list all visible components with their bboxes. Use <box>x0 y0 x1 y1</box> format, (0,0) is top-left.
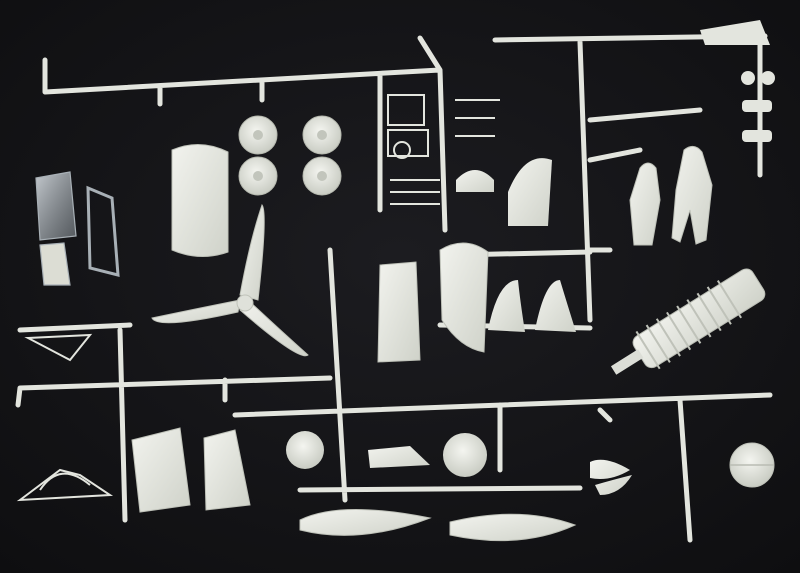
half-dome-part <box>456 170 494 192</box>
seat-part <box>368 446 430 468</box>
small-disc-2 <box>443 433 487 477</box>
radial-engine <box>610 268 766 375</box>
fuselage-nose-part <box>439 242 489 353</box>
windscreen <box>35 171 77 241</box>
cockpit-floor-part <box>377 261 421 363</box>
wheel-parts <box>238 115 487 477</box>
curved-panel-left <box>508 158 552 226</box>
small-fittings-right <box>700 20 775 142</box>
pilot-figures <box>629 146 713 246</box>
fan-shaped-part-2 <box>535 280 576 332</box>
drop-tank-half-2 <box>449 513 577 542</box>
control-surfaces <box>131 427 251 513</box>
clear-canopy-parts <box>35 171 120 286</box>
clear-panel <box>39 242 71 286</box>
propeller <box>151 204 309 357</box>
elevator-left <box>131 427 191 513</box>
fan-shaped-part-1 <box>488 280 525 332</box>
standing-pilot-figure <box>671 146 713 245</box>
wire-frame-parts <box>16 333 114 502</box>
engine-cowling-half <box>171 144 229 257</box>
elevator-right <box>203 429 251 511</box>
small-detail-parts <box>387 94 500 205</box>
small-disc-1 <box>286 431 324 469</box>
drop-tank-half-1 <box>299 509 432 536</box>
spinner-halves <box>590 459 632 495</box>
seated-pilot-figure <box>629 162 661 246</box>
canopy-frame <box>86 185 120 277</box>
